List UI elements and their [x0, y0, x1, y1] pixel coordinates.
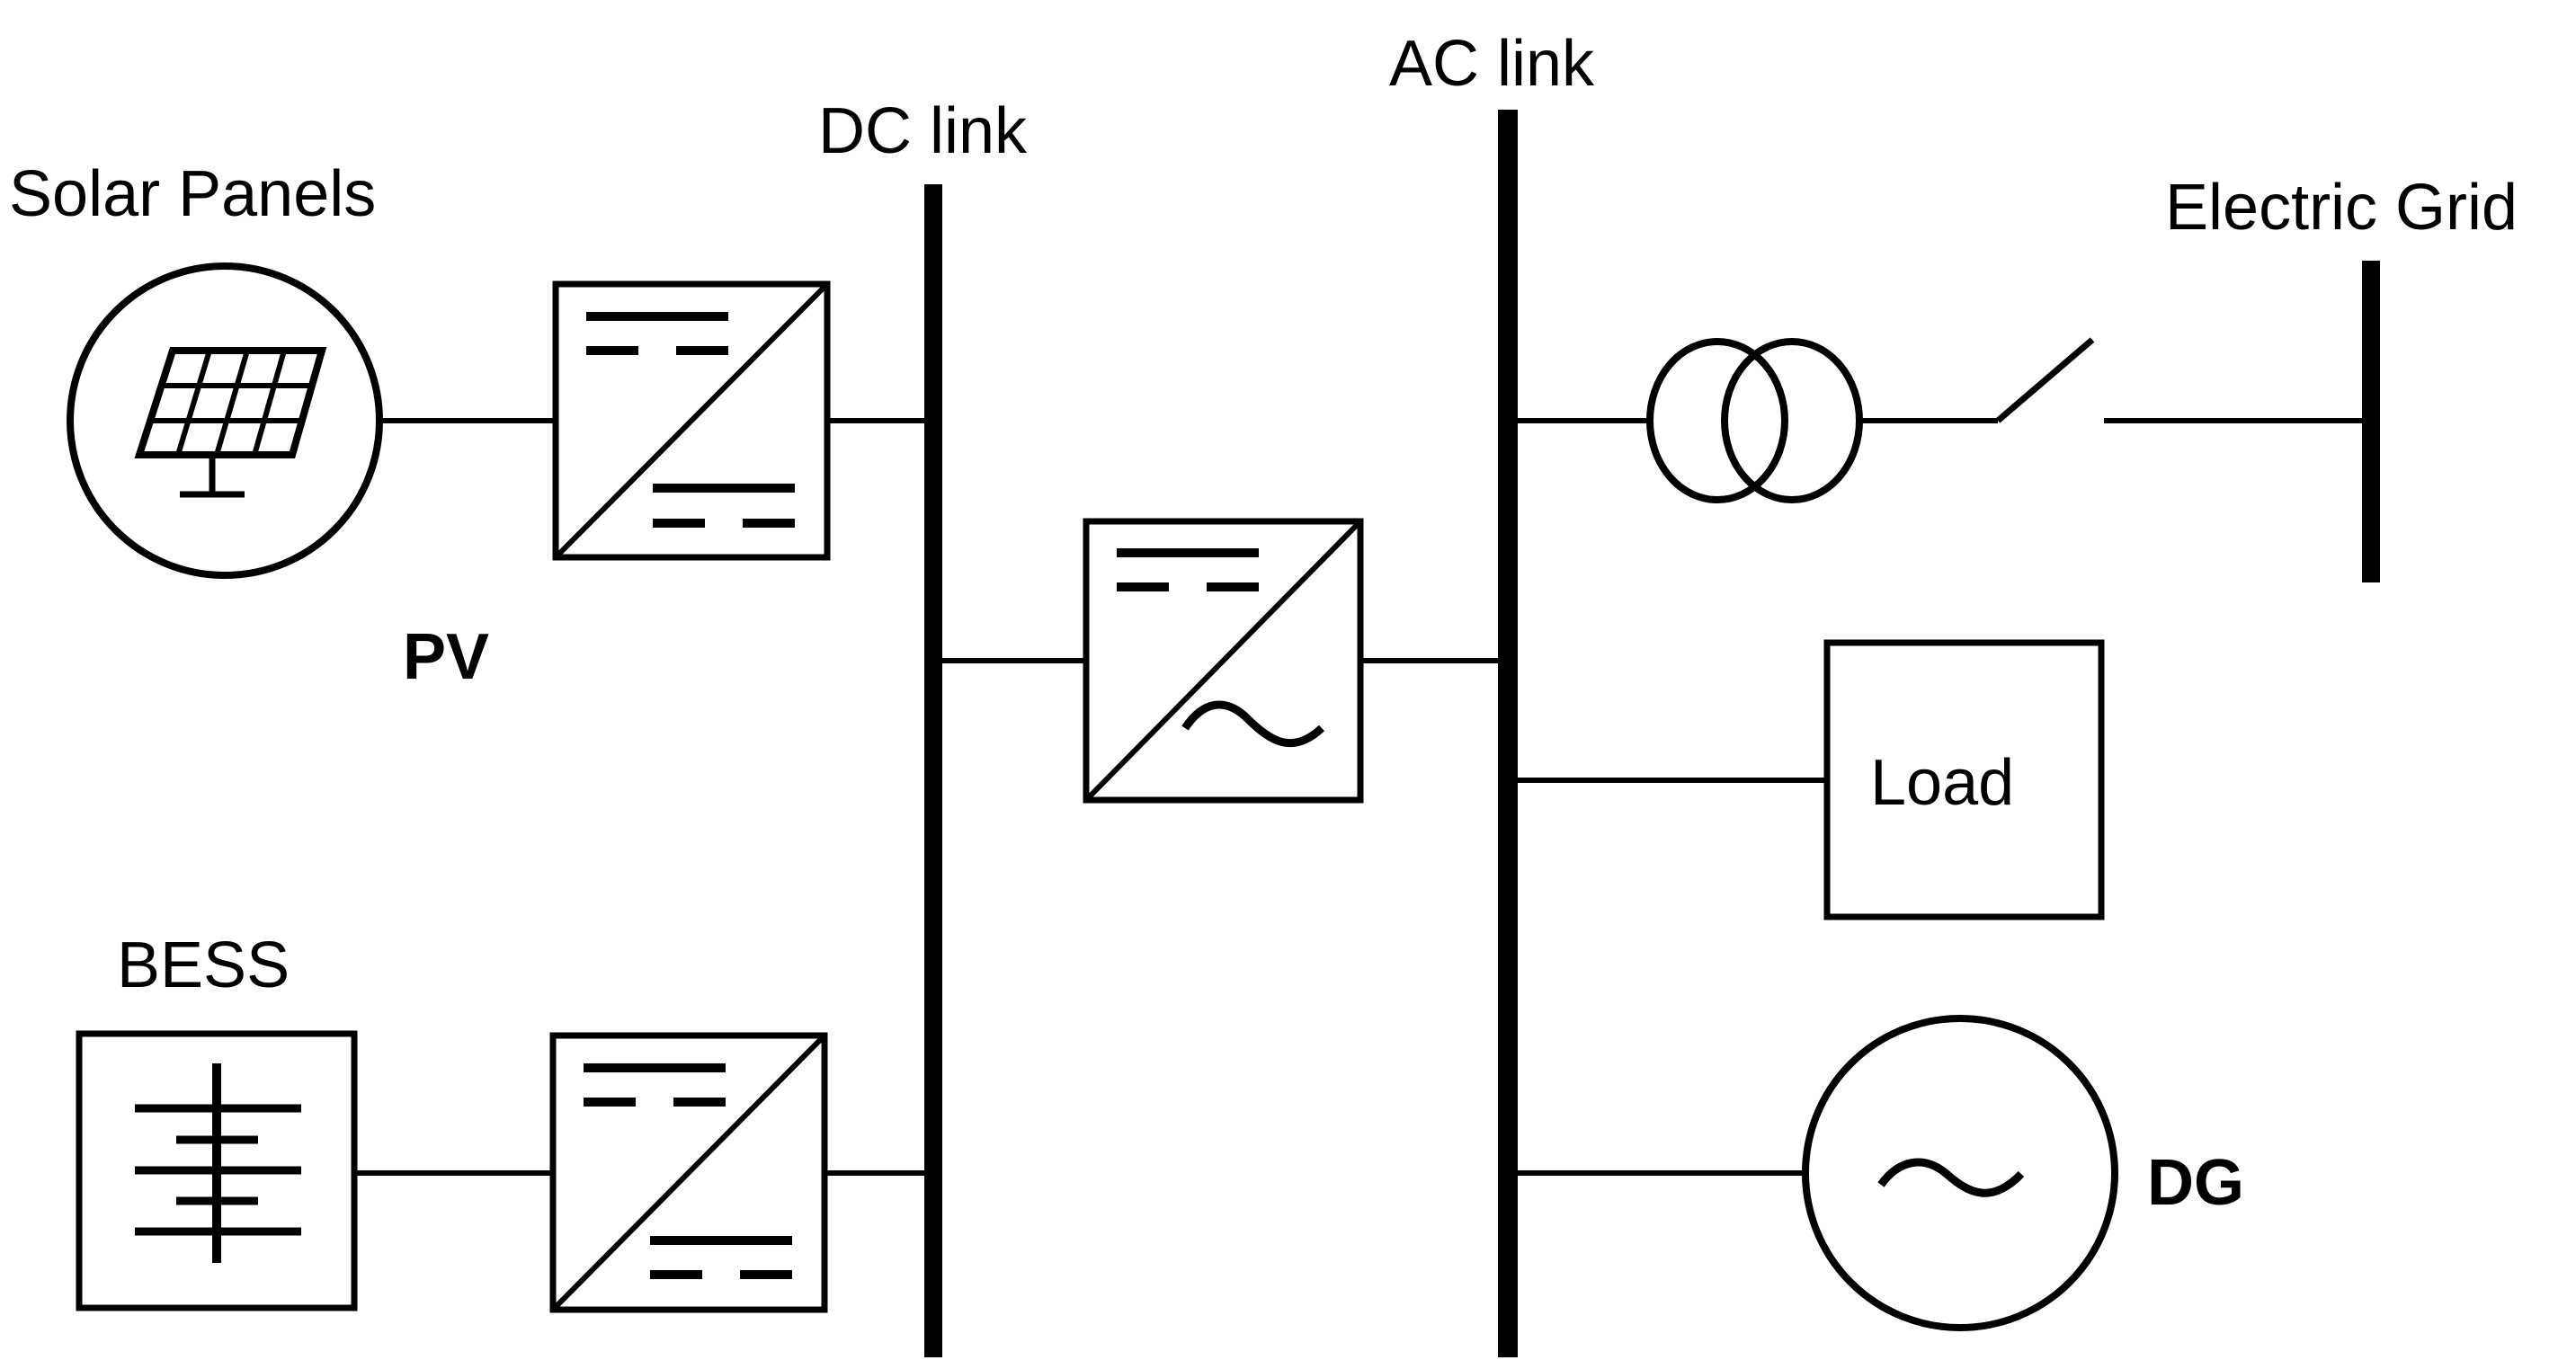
- load-box: [1823, 639, 2105, 920]
- electric-grid-label: Electric Grid: [2165, 172, 2518, 244]
- dc-ac-inverter: [1083, 518, 1364, 804]
- solar-panels-label: Solar Panels: [9, 158, 376, 230]
- dc-link-label: DC link: [818, 95, 1028, 167]
- load-label: Load: [1870, 747, 2014, 819]
- ac-wave-icon: [1877, 1158, 2025, 1197]
- dc-link-bus: [924, 184, 942, 1357]
- bess-label: BESS: [117, 929, 290, 1001]
- pv-label: PV: [403, 621, 489, 693]
- solar-panel-source: [67, 262, 383, 579]
- dg-label: DG: [2147, 1147, 2244, 1219]
- wires: [355, 418, 2365, 1176]
- bess-battery: [76, 1030, 358, 1311]
- ac-link-bus: [1498, 110, 1518, 1357]
- pv-dc-dc-converter: [552, 280, 831, 561]
- solar-panel-icon: [134, 347, 327, 498]
- bess-dc-dc-converter: [549, 1032, 828, 1313]
- transformer-icon: [1646, 338, 1863, 503]
- ac-link-label: AC link: [1389, 28, 1595, 100]
- grid-switch-icon: [1995, 337, 2095, 423]
- diesel-generator: [1802, 1015, 2118, 1331]
- electric-grid-bus: [2362, 261, 2380, 582]
